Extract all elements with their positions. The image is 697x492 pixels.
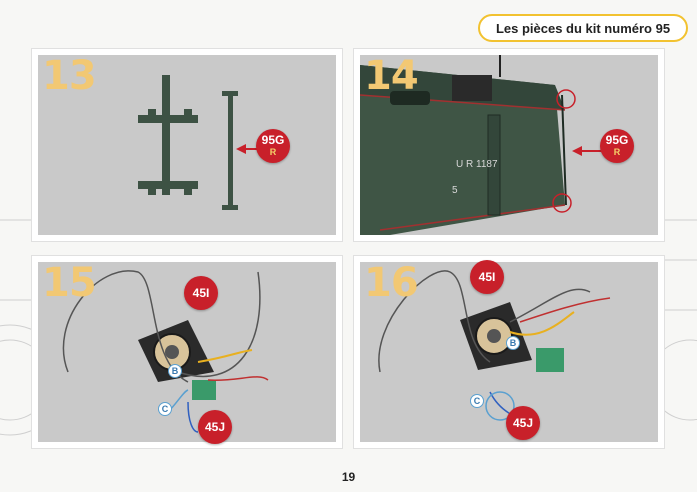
kit-title: Les pièces du kit numéro 95 <box>495 20 671 36</box>
step-16-panel: 16 45I 45J B C <box>354 256 664 448</box>
step-number: 16 <box>364 260 419 306</box>
step-number: 15 <box>42 260 97 306</box>
step-13-photo <box>38 55 336 235</box>
step-number: 14 <box>364 53 419 99</box>
connector-label-c: C <box>470 394 484 408</box>
tender-number-text: U R 1187 <box>456 159 498 170</box>
connector-label-b: B <box>506 336 520 350</box>
part-tag-45j: 45J <box>198 410 232 444</box>
kit-title-banner: Les pièces du kit numéro 95 <box>478 14 688 42</box>
connector-label-c: C <box>158 402 172 416</box>
step-number: 13 <box>42 53 97 99</box>
page-number: 19 <box>341 470 356 484</box>
part-tag-45i: 45I <box>184 276 218 310</box>
step-15-photo <box>38 262 336 442</box>
part-tag-45i: 45I <box>470 260 504 294</box>
step-14-photo: U R 1187 5 <box>360 55 658 235</box>
step-15-panel: 15 45I 45J B C <box>32 256 342 448</box>
tender-side-number: 5 <box>452 185 458 196</box>
connector-label-b: B <box>168 364 182 378</box>
part-tag-45j: 45J <box>506 406 540 440</box>
